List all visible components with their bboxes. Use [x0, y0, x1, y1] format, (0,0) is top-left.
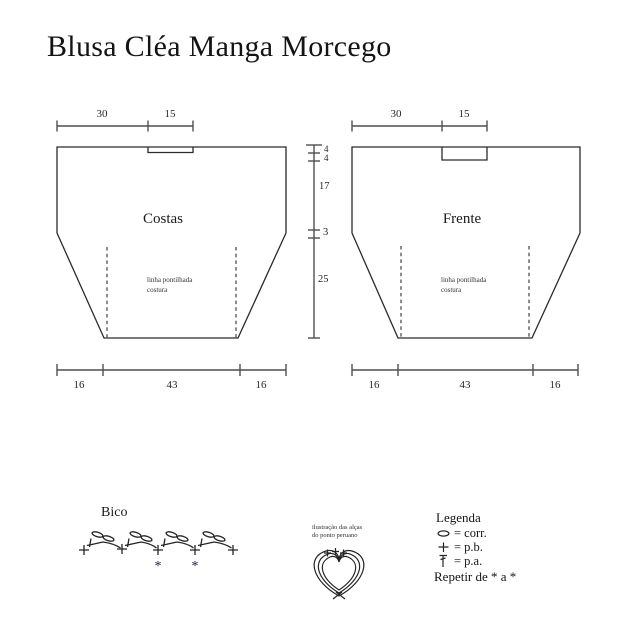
costas-top-measure-line [56, 120, 194, 132]
costas-neck-notch [147, 147, 194, 154]
bico-repeat-asterisk-2: * [191, 559, 199, 574]
costas-outline [56, 146, 287, 339]
page-title: Blusa Cléa Manga Morcego [47, 30, 392, 63]
legend-chain-label: = corr. [454, 525, 487, 540]
side-measure-3: 3 [323, 227, 329, 238]
single-crochet-symbol [79, 544, 238, 555]
frente-neck-notch [441, 147, 488, 161]
loop-crossing-tails [332, 591, 346, 600]
single-crochet-plus-icon [436, 541, 454, 553]
costas-piece-label: Costas [142, 211, 184, 227]
frente-seam-dashed-lines [400, 246, 530, 338]
costas-seam-note-line1: linha pontilhada [147, 276, 193, 284]
legend-double-crochet-label: = p.a. [454, 553, 483, 568]
side-measure-25: 25 [318, 274, 329, 285]
frente-bottom-measure-16b: 16 [549, 379, 561, 391]
side-measure-4a: 4 [324, 144, 329, 154]
side-measure-4b: 4 [324, 152, 329, 163]
side-measure-17: 17 [319, 181, 330, 192]
frente-top-measure-line [351, 120, 488, 132]
peruano-caption-line2: do ponto peruano [312, 532, 358, 539]
chain-arc-symbol [160, 531, 194, 549]
chain-arc-symbol [86, 531, 121, 549]
costas-bottom-measure-line [56, 364, 287, 376]
costas-top-measure-30: 30 [96, 108, 108, 120]
legend-row-single-crochet: = p.b. [436, 540, 614, 554]
costas-bottom-measure-16b: 16 [255, 379, 267, 391]
side-measure-ruler [306, 144, 322, 339]
legend-title: Legenda [436, 510, 481, 525]
frente-seam-note-line2: costura [441, 286, 462, 294]
chain-arc-symbol [197, 531, 232, 549]
legend-row-chain: = corr. [436, 526, 614, 540]
frente-seam-note-line1: linha pontilhada [441, 276, 487, 284]
frente-piece-label: Frente [442, 211, 482, 227]
frente-top-measure-15: 15 [458, 108, 470, 120]
legend: Legenda = corr. = p.b. = p.a. Repetir de… [434, 510, 614, 585]
chain-arc-symbol [124, 531, 157, 549]
frente-top-measure-30: 30 [390, 108, 402, 120]
costas-bottom-measure-43: 43 [166, 379, 178, 391]
legend-row-double-crochet: = p.a. [436, 554, 614, 568]
costas-seam-dashed-lines [106, 247, 237, 338]
frente-outline [351, 146, 581, 339]
costas-seam-note-line2: costura [147, 286, 168, 294]
double-crochet-bar-icon [436, 554, 454, 568]
legend-repeat-note: Repetir de * a * [434, 569, 517, 584]
frente-bottom-measure-16a: 16 [368, 379, 380, 391]
peruano-caption-line1: ilustração das alças [312, 524, 363, 531]
bico-section-label: Bico [101, 505, 128, 520]
costas-bottom-measure-16a: 16 [73, 379, 85, 391]
legend-single-crochet-label: = p.b. [454, 539, 483, 554]
peruvian-stitch-loops-drawing [313, 548, 365, 600]
bico-repeat-asterisk-1: * [154, 559, 162, 574]
bico-chart [79, 531, 238, 555]
frente-bottom-measure-line [351, 364, 579, 376]
costas-top-measure-15: 15 [164, 108, 176, 120]
frente-bottom-measure-43: 43 [459, 379, 471, 391]
loop-top-plus-marks [324, 548, 347, 557]
chain-oval-icon [436, 527, 454, 539]
